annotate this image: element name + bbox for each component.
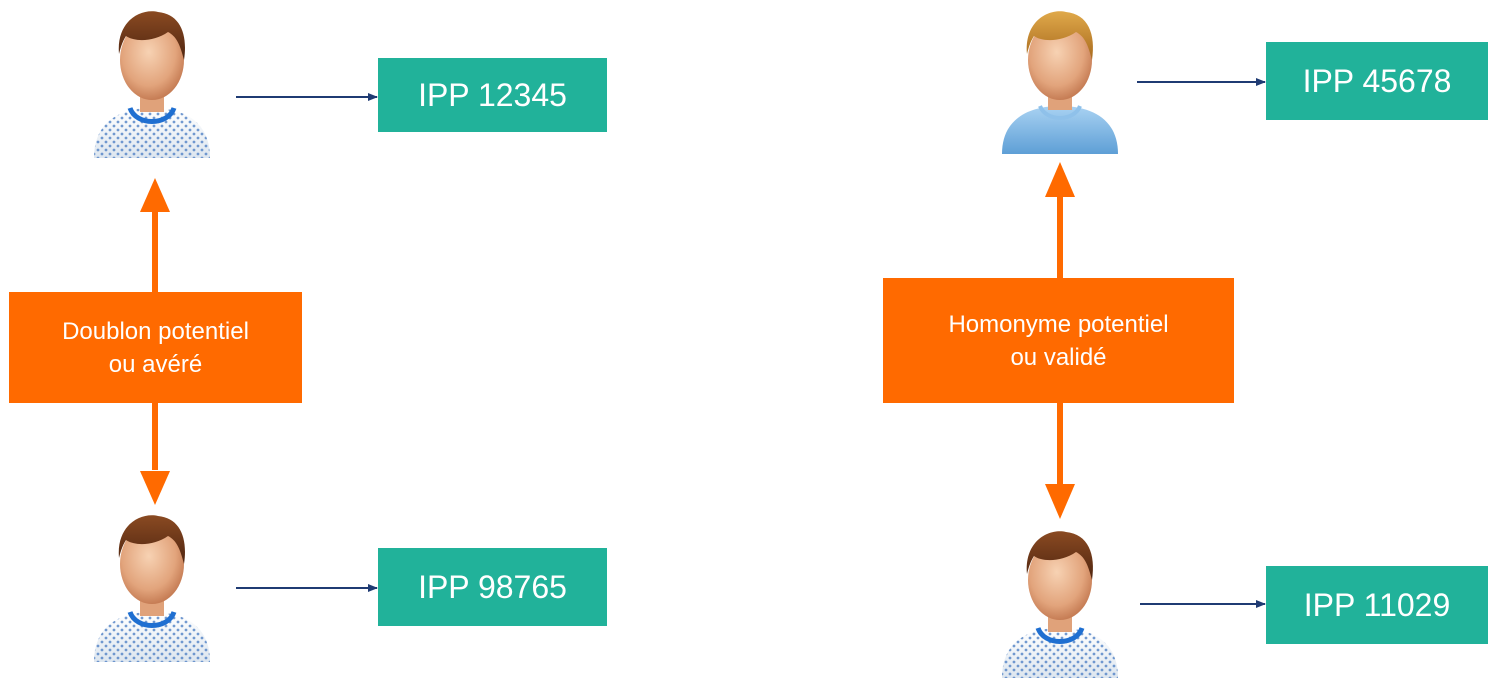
ipp-box-right-top: IPP 45678 [1266,42,1488,120]
patient-gown-icon [1002,531,1118,678]
relation-label-line1: Doublon potentiel [62,317,249,345]
relation-box-homonym: Homonyme potentiel ou validé [883,278,1234,403]
relation-label-line2: ou avéré [108,350,203,378]
relation-label-line2: ou validé [1010,343,1107,371]
ipp-label: IPP 12345 [418,76,567,113]
ipp-label: IPP 45678 [1302,62,1452,99]
relation-label-line1: Homonyme potentiel [948,310,1169,338]
relation-box-duplicate: Doublon potentiel ou avéré [9,292,302,403]
ipp-box-left-bottom: IPP 98765 [378,548,607,626]
person-blue-shirt-icon [1002,11,1118,154]
ipp-box-right-bottom: IPP 11029 [1266,566,1488,644]
patient-gown-icon [94,11,210,158]
ipp-box-left-top: IPP 12345 [378,58,607,132]
patient-gown-icon [94,515,210,662]
ipp-label: IPP 11029 [1303,586,1451,623]
ipp-label: IPP 98765 [418,568,567,605]
